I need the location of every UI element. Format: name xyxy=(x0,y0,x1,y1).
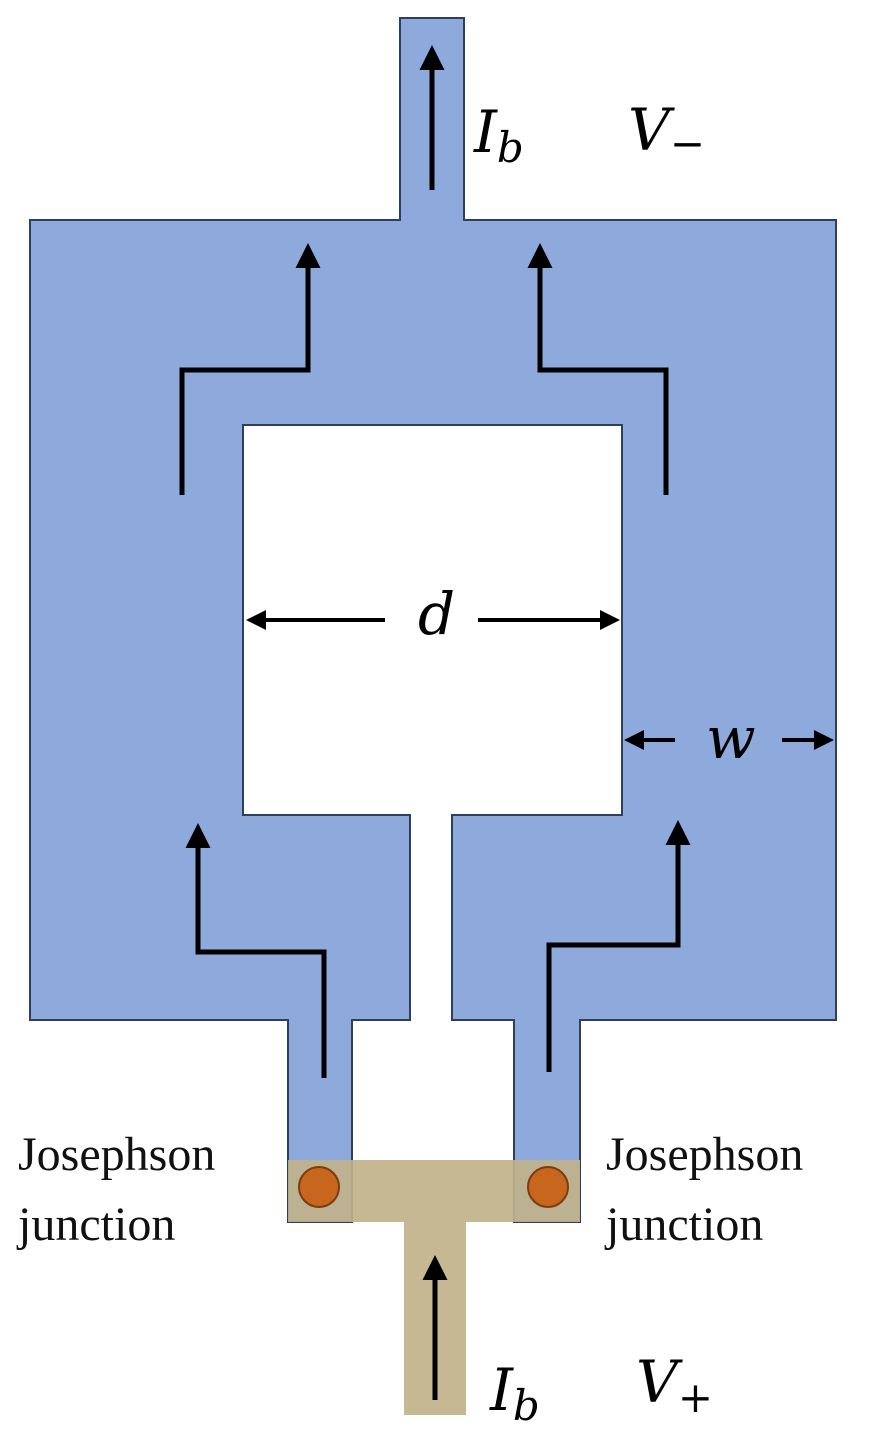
current-label-top: Ib xyxy=(473,98,524,172)
junction-left-dot xyxy=(298,1166,340,1208)
junction-label-right-line2: junction xyxy=(604,1198,763,1251)
junction-label-right-line1: Josephson xyxy=(606,1128,803,1181)
arrow-lower-left xyxy=(185,823,327,1078)
junction-label-left: Josephson junction xyxy=(16,1128,215,1251)
current-label-bottom: Ib xyxy=(489,1356,540,1430)
voltage-label-bottom: V+ xyxy=(636,1348,713,1422)
hole-width-label: d xyxy=(418,580,455,648)
junction-right-dot xyxy=(527,1166,569,1208)
arrow-lower-right xyxy=(546,820,691,1072)
junction-label-left-line2: junction xyxy=(16,1198,175,1251)
voltage-label-top: V− xyxy=(628,96,705,168)
strip-width-label: w xyxy=(706,704,756,772)
dimension-arrows xyxy=(246,610,834,750)
film-body xyxy=(29,17,837,1223)
current-arrows xyxy=(179,45,691,1400)
superconducting-film xyxy=(29,17,837,1223)
junction-label-right: Josephson junction xyxy=(604,1128,803,1251)
arrow-upper-right xyxy=(527,243,669,495)
arrow-upper-left xyxy=(179,243,321,495)
junction-label-left-line1: Josephson xyxy=(18,1128,215,1181)
